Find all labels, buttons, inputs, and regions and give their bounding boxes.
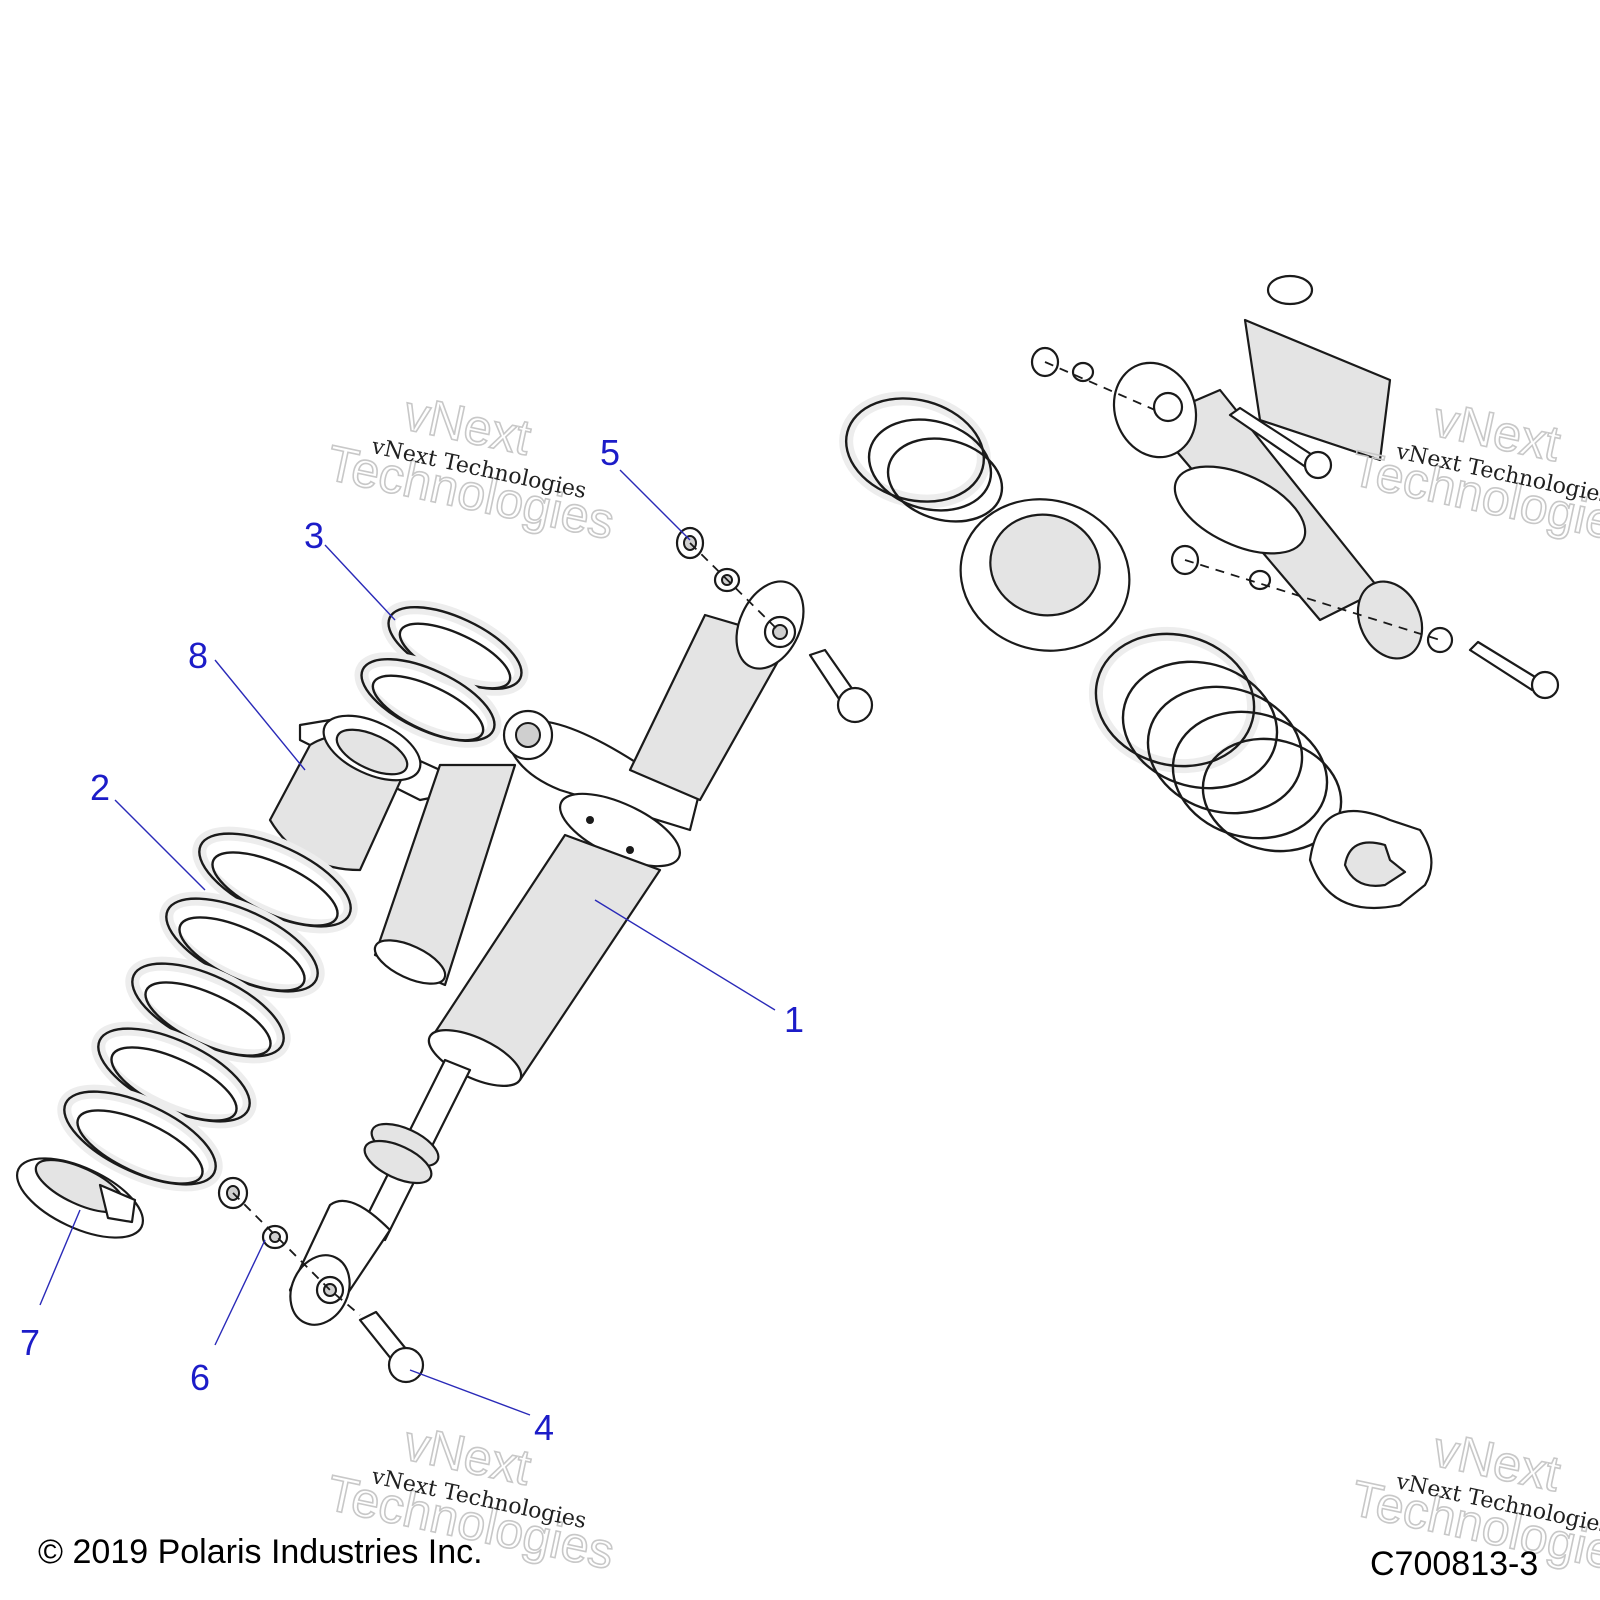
callout-1: 1 — [784, 999, 804, 1040]
copyright-notice: © 2019 Polaris Industries Inc. — [38, 1533, 483, 1571]
leader-line-5 — [619, 469, 691, 541]
leader-line-7 — [39, 1209, 81, 1306]
lower-bolt — [358, 1310, 425, 1384]
callout-6: 6 — [190, 1357, 210, 1398]
leader-line-8 — [214, 659, 306, 771]
watermark-top-left: vNext Technologies vNext Technologies — [321, 384, 620, 551]
tender-spring — [354, 600, 529, 748]
callout-8: 8 — [188, 635, 208, 676]
shock-absorber — [288, 580, 805, 1326]
leader-line-6 — [214, 1239, 266, 1346]
leader-line-2 — [114, 799, 206, 891]
spring-retainer — [15, 1157, 145, 1239]
leader-line-4 — [409, 1369, 531, 1416]
reference-view-assembly — [839, 274, 1560, 910]
leader-line-3 — [324, 544, 396, 621]
main-coil-spring — [57, 826, 358, 1192]
lower-washer — [261, 1224, 289, 1250]
upper-bolt — [808, 648, 874, 724]
callout-5: 5 — [600, 432, 620, 473]
leader-line-1 — [594, 899, 776, 1011]
callout-3: 3 — [304, 515, 324, 556]
callout-7: 7 — [20, 1322, 40, 1363]
callout-4: 4 — [534, 1407, 554, 1448]
drawing-number: C700813-3 — [1370, 1545, 1539, 1583]
callout-2: 2 — [90, 767, 110, 808]
